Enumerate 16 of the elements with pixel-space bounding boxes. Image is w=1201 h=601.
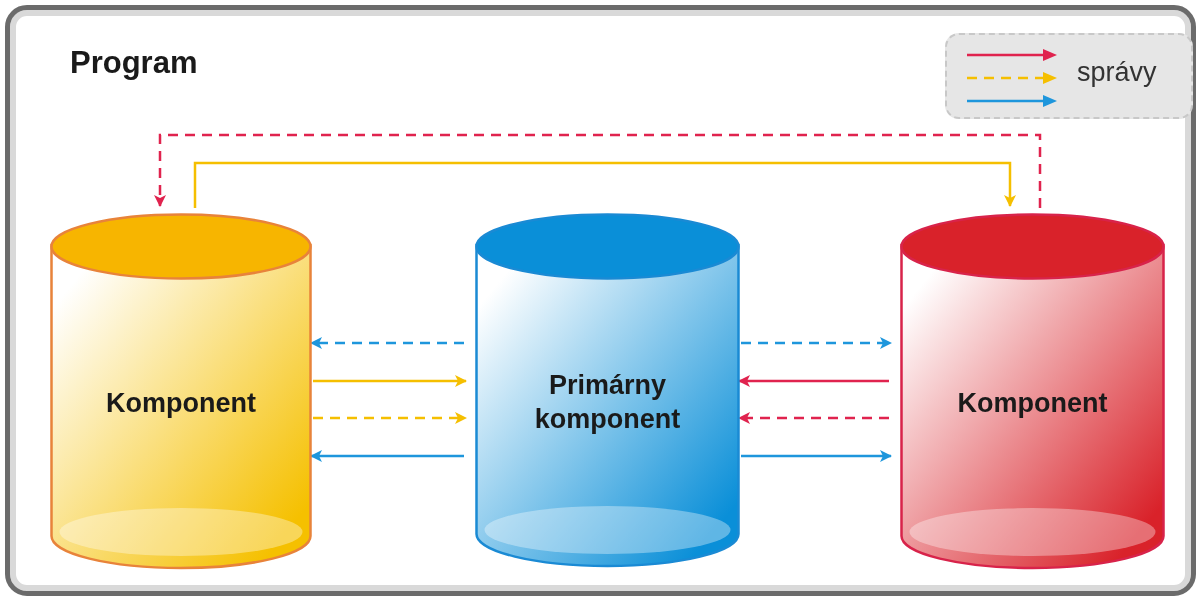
arrow bbox=[193, 161, 1016, 208]
arrow bbox=[313, 375, 467, 387]
arrow bbox=[310, 337, 464, 349]
cylinder-label: Komponent bbox=[956, 386, 1109, 420]
arrow bbox=[741, 337, 892, 349]
arrow bbox=[741, 450, 892, 462]
arrow bbox=[154, 133, 1042, 208]
cylinder-label: Primárny komponent bbox=[533, 368, 682, 436]
cylinder-label: Komponent bbox=[105, 386, 257, 420]
arrow bbox=[313, 412, 467, 424]
frame-title: Program bbox=[70, 47, 198, 78]
arrow bbox=[310, 450, 464, 462]
arrow bbox=[738, 375, 889, 387]
legend-label: správy bbox=[1077, 59, 1157, 86]
program-frame bbox=[5, 5, 1196, 596]
arrow bbox=[738, 412, 889, 424]
